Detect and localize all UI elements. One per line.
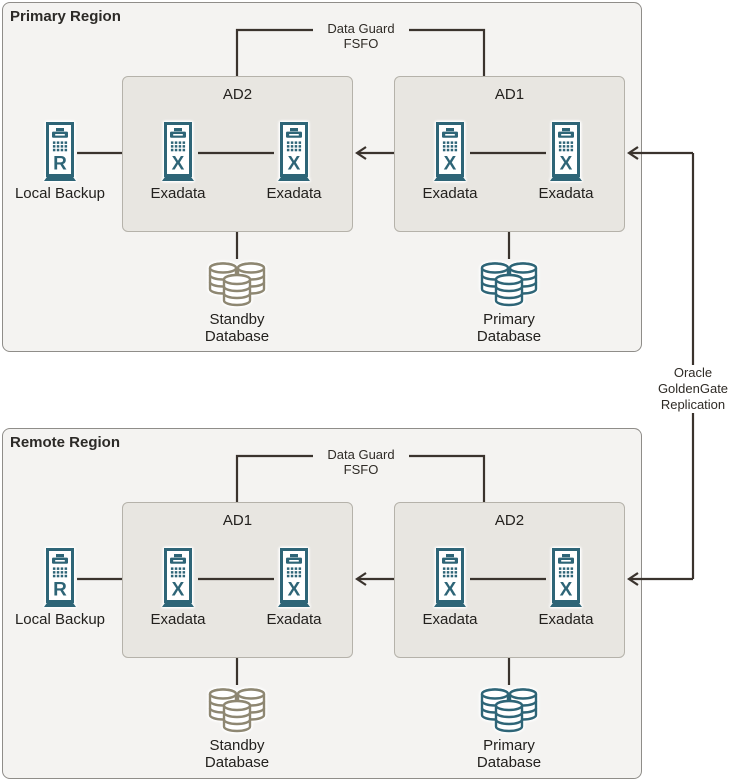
local-backup-icon: R	[40, 548, 80, 608]
ad-label: AD1	[222, 512, 253, 529]
svg-text:R: R	[53, 580, 67, 601]
primary-database-icon	[479, 686, 539, 734]
exadata-label: Exadata	[150, 611, 206, 628]
primary-region-title: Primary Region	[10, 8, 121, 25]
exadata-server-icon: X	[158, 122, 198, 182]
primary-database-label: Primary Database	[476, 311, 542, 345]
svg-text:X: X	[172, 580, 185, 601]
remote-region-title: Remote Region	[10, 434, 121, 451]
svg-text:X: X	[444, 154, 457, 175]
exadata-label: Exadata	[422, 611, 478, 628]
ad-box: AD1	[122, 502, 353, 658]
svg-text:X: X	[172, 154, 185, 175]
arrowhead-left-icon	[627, 146, 639, 160]
exadata-server-icon: X	[546, 122, 586, 182]
standby-database-label: Standby Database	[204, 311, 270, 345]
exadata-label: Exadata	[266, 611, 322, 628]
arrowhead-left-icon	[355, 572, 367, 586]
svg-text:X: X	[444, 580, 457, 601]
svg-text:X: X	[560, 154, 573, 175]
local-backup-icon: R	[40, 122, 80, 182]
exadata-server-icon: X	[546, 548, 586, 608]
ad-label: AD2	[222, 86, 253, 103]
exadata-server-icon: X	[430, 122, 470, 182]
standby-database-icon	[207, 260, 267, 308]
primary-database-icon	[479, 260, 539, 308]
svg-text:X: X	[560, 580, 573, 601]
svg-text:X: X	[288, 580, 301, 601]
ad-label: AD2	[494, 512, 525, 529]
dataguard-fsfo-label: Data Guard FSFO	[313, 447, 409, 477]
arrowhead-left-icon	[627, 572, 639, 586]
ad-label: AD1	[494, 86, 525, 103]
standby-database-label: Standby Database	[204, 737, 270, 771]
exadata-server-icon: X	[430, 548, 470, 608]
exadata-label: Exadata	[422, 185, 478, 202]
local-backup-label: Local Backup	[14, 185, 106, 202]
svg-text:X: X	[288, 154, 301, 175]
exadata-label: Exadata	[538, 185, 594, 202]
svg-text:R: R	[53, 154, 67, 175]
goldengate-replication-label: Oracle GoldenGate Replication	[651, 365, 733, 413]
primary-database-label: Primary Database	[476, 737, 542, 771]
dataguard-fsfo-label: Data Guard FSFO	[313, 21, 409, 51]
exadata-label: Exadata	[150, 185, 206, 202]
exadata-server-icon: X	[158, 548, 198, 608]
local-backup-label: Local Backup	[14, 611, 106, 628]
exadata-label: Exadata	[538, 611, 594, 628]
exadata-label: Exadata	[266, 185, 322, 202]
arrowhead-left-icon	[355, 146, 367, 160]
standby-database-icon	[207, 686, 267, 734]
exadata-server-icon: X	[274, 122, 314, 182]
exadata-server-icon: X	[274, 548, 314, 608]
